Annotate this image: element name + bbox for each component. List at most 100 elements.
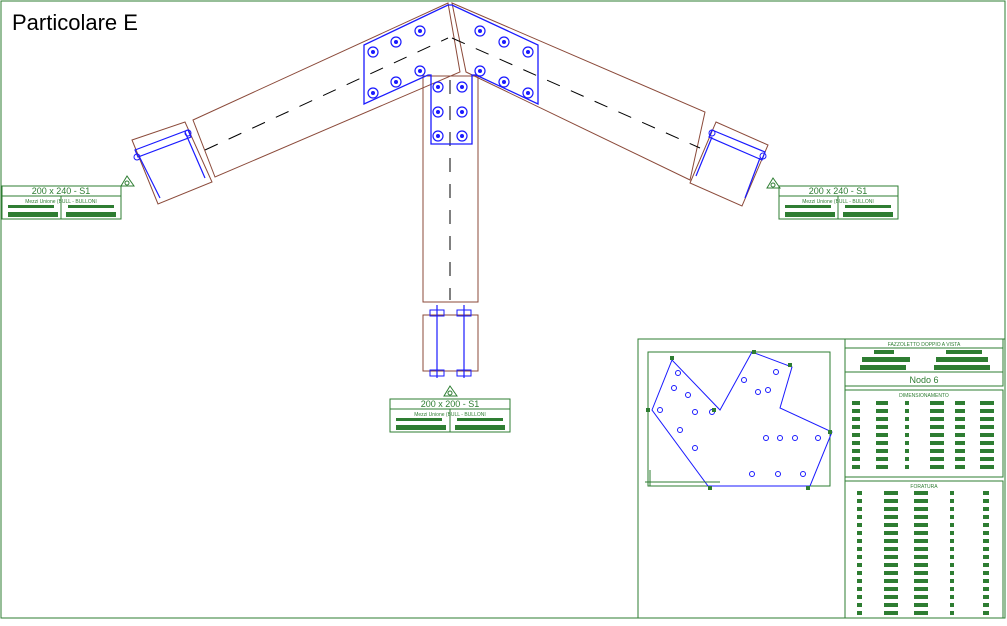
dimension-cell: [905, 417, 909, 421]
right-rafter: [451, 2, 781, 207]
sketch-hole: [773, 369, 779, 375]
drilling-cell: [950, 579, 954, 583]
gusset-bolt-center: [371, 50, 375, 54]
dimension-cell: [980, 433, 994, 437]
drilling-cell: [857, 571, 862, 575]
dimension-cell: [876, 449, 888, 453]
drilling-cell: [914, 531, 928, 535]
gusset-bolt: [414, 25, 426, 37]
drilling-cell: [983, 515, 989, 519]
dimension-cell: [930, 409, 944, 413]
sketch-hole: [815, 435, 821, 441]
dimension-table: [844, 389, 1004, 478]
drilling-cell: [950, 587, 954, 591]
dimension-cell: [876, 401, 888, 405]
sketch-hole: [671, 385, 677, 391]
drilling-cell: [884, 563, 898, 567]
dimension-cell: [955, 457, 965, 461]
vertical-post-outline: [422, 75, 479, 303]
sketch-hole: [749, 471, 755, 477]
drilling-cell: [950, 603, 954, 607]
dimension-cell: [980, 441, 994, 445]
sketch-hole: [692, 409, 698, 415]
right-label-section: 200 x 240 - S1: [809, 186, 868, 196]
gusset-bolt-center: [418, 69, 422, 73]
right-label-bar-4: [843, 212, 893, 217]
right-end-bolt-line-2: [744, 157, 761, 199]
bottom-nut-tl: [429, 309, 445, 317]
drilling-cell: [914, 555, 928, 559]
dimension-cell: [955, 465, 965, 469]
gusset-bolt-center: [394, 80, 398, 84]
dimension-cell: [905, 457, 909, 461]
gusset-bolt-center: [460, 85, 464, 89]
drilling-cell: [884, 499, 898, 503]
bottom-label-section: 200 x 200 - S1: [421, 399, 480, 409]
gusset-bolt: [390, 36, 402, 48]
detail-panel-border: [637, 338, 1006, 619]
drilling-cell: [857, 515, 862, 519]
dimension-cell: [955, 401, 965, 405]
dimension-cell: [905, 449, 909, 453]
gusset-bolt-center: [418, 29, 422, 33]
gusset-bolt-center: [460, 134, 464, 138]
vertical-post: [422, 75, 479, 397]
header-bar-1: [874, 350, 894, 354]
drilling-cell: [857, 547, 862, 551]
sketch-hole: [775, 471, 781, 477]
header-bar-2: [946, 350, 982, 354]
left-label-section: 200 x 240 - S1: [32, 186, 91, 196]
sketch-hole: [765, 387, 771, 393]
gusset-bolt: [498, 76, 510, 88]
drilling-cell: [884, 507, 898, 511]
right-label-bar-2: [845, 205, 891, 208]
dimension-cell: [905, 409, 909, 413]
sketch-mark: [708, 486, 712, 490]
dimension-cell: [852, 465, 860, 469]
drilling-cell: [950, 595, 954, 599]
sketch-hole: [755, 389, 761, 395]
right-section-marker: [766, 177, 781, 189]
gusset-bolt-center: [436, 85, 440, 89]
right-end-bolt-line: [695, 136, 713, 177]
drilling-cell: [884, 611, 898, 615]
gusset-bolt: [414, 65, 426, 77]
drilling-cell: [884, 523, 898, 527]
dimension-cell: [930, 465, 944, 469]
right-rafter-outline: [451, 2, 706, 181]
dimension-cell: [905, 433, 909, 437]
drilling-cell: [914, 499, 928, 503]
drilling-cell: [857, 595, 862, 599]
sketch-hole: [777, 435, 783, 441]
drilling-cell: [983, 491, 989, 495]
right-label-bar-1: [785, 205, 831, 208]
gusset-bolt-center: [502, 80, 506, 84]
drilling-cell: [950, 571, 954, 575]
drilling-cell: [983, 595, 989, 599]
gusset-bolts: [367, 25, 534, 142]
dimension-cell: [955, 417, 965, 421]
gusset-bolt: [432, 81, 444, 93]
bottom-label-bar-2: [457, 418, 503, 421]
dimension-cell: [852, 401, 860, 405]
gusset-bolt: [522, 46, 534, 58]
dimension-cell: [876, 457, 888, 461]
bottom-post-outline: [422, 314, 479, 372]
drilling-cell: [884, 571, 898, 575]
sketch-mark: [828, 430, 832, 434]
detail-panel: FAZZOLETTO DOPPIO A VISTA Nodo 6 DIMENSI…: [637, 338, 1006, 619]
right-post-outline: [689, 121, 769, 207]
dimension-cell: [980, 409, 994, 413]
right-section-label: 200 x 240 - S1 Mezzi Unione (BULL - BULL…: [778, 185, 899, 220]
drilling-cell: [950, 507, 954, 511]
right-bolt-head-2: [759, 152, 767, 160]
drilling-cell: [983, 563, 989, 567]
gusset-bolt: [456, 106, 468, 118]
drilling-cell: [884, 555, 898, 559]
gusset-bolt: [367, 87, 379, 99]
dimension-cell: [852, 409, 860, 413]
dimension-cell: [876, 465, 888, 469]
sketch-hole: [741, 377, 747, 383]
gusset-bolt: [456, 130, 468, 142]
